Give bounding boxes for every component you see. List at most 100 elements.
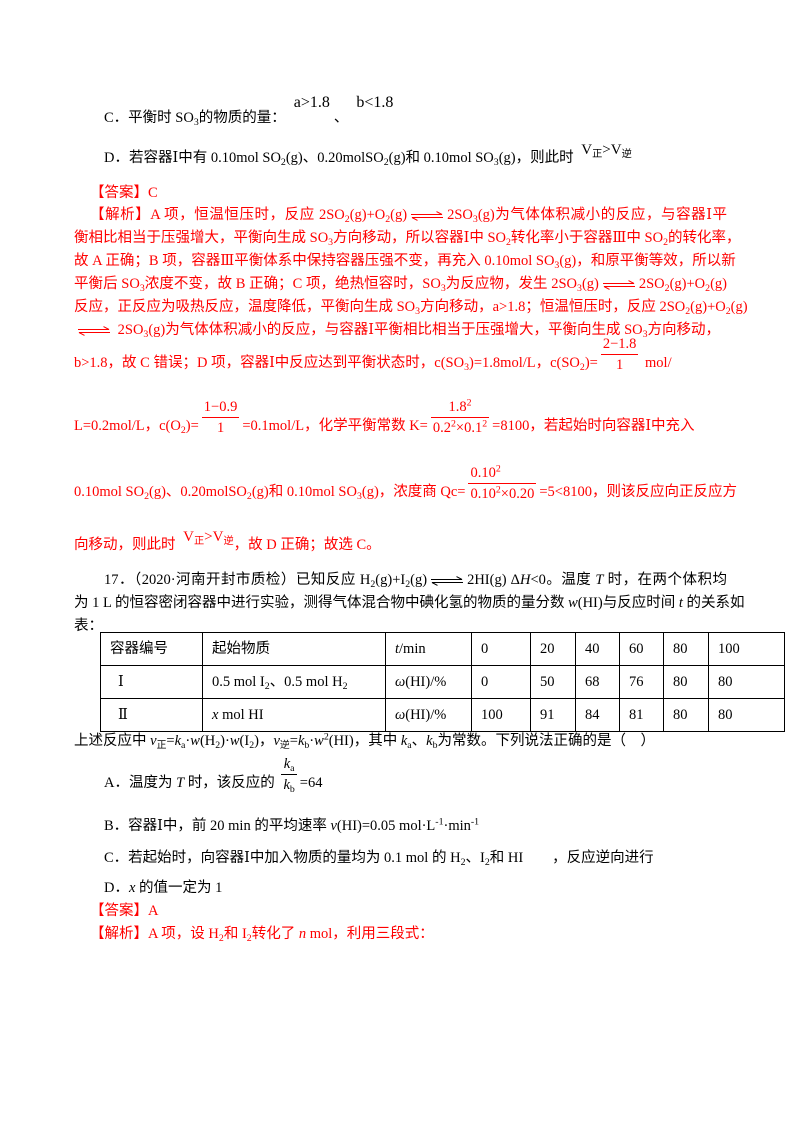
text-run: (g) [730, 299, 748, 315]
italic-symbol: t [395, 641, 400, 657]
italic-symbol: H [519, 572, 531, 588]
text-run: (g)，和原平衡等效，所以新 [559, 253, 736, 269]
text-run: 上述反应中 [74, 733, 151, 749]
table-cell: Ⅰ [100, 665, 203, 699]
text-run: 平衡后 SO [74, 276, 140, 292]
text-run: (HI)，其中 [328, 733, 401, 749]
superscript: 2 [495, 463, 501, 475]
italic-symbol: k [426, 733, 433, 749]
text-run: b<1.8 [356, 94, 394, 111]
inline-formula: V正>V逆 [581, 142, 632, 159]
analysis-line: 0.10mol SO2(g)、0.20molSO2(g)和 0.10mol SO… [74, 464, 737, 502]
text-run: 2SO [114, 322, 144, 338]
subscript: b [289, 783, 295, 795]
text-run: 1.8 [448, 399, 467, 415]
italic-symbol: n [298, 926, 307, 942]
text-run: (g)、0.20molSO [149, 484, 247, 500]
option-c: C．平衡时 SO3的物质的量：a>1.8、b<1.8 [104, 94, 397, 128]
text-run: 的物质的量： [198, 110, 286, 126]
answer-label: 【答案】C [90, 185, 158, 201]
analysis-line: 故 A 正确；B 项，容器Ⅲ平衡体系中保持容器压强不变，再充入 0.10mol … [74, 251, 736, 271]
fraction-denominator: kb [281, 775, 296, 795]
question-stem-line: 为 1 L 的恒容密闭容器中进行实验，测得气体混合物中碘化氢的物质的量分数 w(… [74, 593, 745, 613]
fraction-denominator: 1 [202, 418, 240, 436]
subscript: 3 [493, 156, 499, 168]
text-run: (H [199, 733, 216, 749]
subscript: 2 [705, 282, 711, 294]
analysis-line: 2SO3(g)为气体体积减小的反应，与容器Ⅰ平衡相比相当于压强增大，平衡向生成 … [74, 320, 720, 340]
subscript: 2 [664, 282, 670, 294]
text-run: a>1.8 [293, 94, 330, 111]
text-run: (g)为气体体积减小的反应，与容器Ⅰ平 [477, 207, 727, 223]
subscript: 3 [642, 328, 648, 340]
text-run: =8100，若起始时向容器Ⅰ中充入 [492, 418, 695, 434]
subscript: 2 [180, 424, 186, 436]
option-c: C．若起始时，向容器Ⅰ中加入物质的量均为 0.1 mol 的 H2、I2和 HI… [104, 848, 654, 868]
text-run: = [289, 733, 298, 749]
text-run: 、0.5 mol H [269, 674, 343, 690]
subscript: 2 [249, 739, 255, 751]
subscript: 逆 [279, 739, 290, 751]
text-run: L=0.2mol/L，c(O [74, 418, 181, 434]
text-run: 、I [465, 850, 485, 866]
option-d: D．x 的值一定为 1 [104, 878, 222, 898]
text-run: /min [399, 641, 426, 657]
subscript: a [290, 762, 295, 774]
text-run: (g)+I [375, 572, 406, 588]
subscript: 2 [663, 236, 668, 248]
italic-symbol: k [283, 756, 291, 772]
text-run: >V [602, 142, 622, 158]
text-run: 时，在两个体积均 [603, 572, 727, 588]
subscript: 3 [415, 305, 421, 317]
text-run: )= [185, 418, 199, 434]
analysis-line: 衡相比相当于压强增大，平衡向生成 SO3方向移动，所以容器Ⅰ中 SO2转化率小于… [74, 228, 740, 248]
text-run: 方向移动， [647, 322, 721, 338]
subscript: 3 [139, 282, 145, 294]
table-cell: 50 [530, 665, 576, 699]
italic-symbol: k [297, 733, 305, 749]
subscript: 3 [193, 116, 199, 128]
table-header-cell: 容器编号 [100, 632, 203, 666]
analysis-line: 平衡后 SO3浓度不变，故 B 正确；C 项，绝热恒容时，SO3为反应物，发生 … [74, 274, 727, 294]
subscript: 2 [246, 932, 252, 944]
text-run: >V [204, 529, 224, 545]
text-run: 2SO [638, 276, 665, 292]
fraction-denominator: 1 [601, 355, 639, 373]
superscript: 2 [323, 731, 329, 743]
italic-symbol: T [176, 775, 185, 791]
superscript: 2 [482, 418, 488, 430]
subscript: 2 [280, 156, 286, 168]
table-cell: 91 [530, 698, 576, 732]
text-run: 为常数。下列说法正确的是（ ） [437, 733, 656, 749]
italic-symbol: k [174, 733, 182, 749]
italic-symbol: x [128, 880, 136, 896]
subscript: 2 [505, 236, 511, 248]
table-cell: 0.5 mol I2、0.5 mol H2 [202, 665, 386, 699]
fraction-denominator: 0.22×0.12 [431, 418, 489, 436]
subscript: 3 [440, 282, 446, 294]
text-run: 0.10 [470, 465, 496, 481]
table-header-cell: 100 [708, 632, 785, 666]
text-run: (g)、0.20molSO [285, 150, 384, 166]
subscript: 2 [215, 739, 221, 751]
fraction-numerator: 1−0.9 [201, 399, 240, 418]
fraction-numerator: 0.102 [468, 463, 537, 484]
inline-formula: b<1.8 [356, 94, 393, 111]
text-run: ，故 D 正确；故选 C。 [233, 537, 381, 553]
text-run: V [581, 142, 593, 158]
text-run: (HI)=0.05 mol·L [336, 818, 436, 834]
subscript: a [181, 739, 186, 751]
text-run: (g) [581, 276, 599, 292]
text-run: 17．（2020·河南开封市质检）已知反应 H [104, 572, 371, 588]
table-header-cell: 80 [663, 632, 709, 666]
inline-formula: a>1.8 [294, 94, 330, 111]
table-header-cell: 20 [530, 632, 576, 666]
fraction-numerator: 1.82 [430, 398, 490, 418]
superscript: -1 [470, 816, 480, 828]
analysis-line: 反应，正反应为吸热反应，温度降低，平衡向生成 SO3方向移动，a>1.8；恒温恒… [74, 297, 748, 317]
text-run: 、 [411, 733, 427, 749]
